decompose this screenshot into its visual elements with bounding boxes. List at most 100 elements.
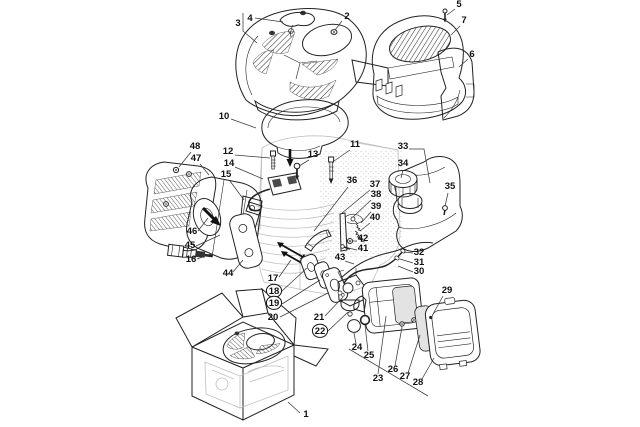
muffler-bolt-arrow <box>201 206 221 226</box>
callout-12-number: 12 <box>223 146 234 157</box>
callout-20-number: 20 <box>268 312 279 323</box>
callout-26: 26 <box>388 326 403 375</box>
callout-41: 41 <box>347 243 369 254</box>
screw-5 <box>442 8 448 23</box>
callout-30: 30 <box>397 265 425 277</box>
callout-17-number: 17 <box>268 273 279 284</box>
callout-23: 23 <box>373 315 387 384</box>
callout-40-number: 40 <box>370 212 381 223</box>
callout-19-leader <box>281 279 321 305</box>
callout-6-leader <box>458 58 469 68</box>
air-filter-cover <box>424 297 481 371</box>
callout-7-number: 7 <box>461 15 466 26</box>
shipping-box <box>175 287 329 421</box>
callout-44-number: 44 <box>223 268 234 279</box>
callout-5: 5 <box>446 0 462 16</box>
callout-41-number: 41 <box>358 243 369 254</box>
engine-rear-cover-6 <box>437 47 475 121</box>
callout-29-leader <box>432 295 444 315</box>
callout-37: 37 <box>341 179 380 214</box>
callout-2: 2 <box>334 11 350 31</box>
callout-15: 15 <box>221 169 245 201</box>
callout-7-leader <box>450 25 461 36</box>
callout-38-number: 38 <box>371 189 382 200</box>
callout-14: 14 <box>224 158 264 180</box>
callout-17: 17 <box>268 259 292 284</box>
callout-34-leader <box>400 169 404 179</box>
callout-31: 31 <box>399 257 425 268</box>
primer-bulb-24 <box>347 319 361 333</box>
callout-45-leader <box>195 234 221 247</box>
engine-rear-cover-7 <box>371 15 467 120</box>
blower-housing <box>261 99 349 159</box>
callout-39-leader <box>360 211 372 224</box>
callout-bracket-line-1 <box>348 348 429 397</box>
callout-7: 7 <box>450 15 467 36</box>
spring-39 <box>355 223 362 231</box>
air-inlet-elbow <box>353 295 367 313</box>
spring-38 <box>350 216 356 222</box>
callout-10: 10 <box>219 111 257 129</box>
spark-plug <box>166 243 213 258</box>
hose-clamp-31 <box>394 255 400 261</box>
callout-23-leader <box>377 315 387 375</box>
exhaust-gasket <box>229 213 263 269</box>
callout-44-leader <box>232 259 244 273</box>
callout-14-leader <box>234 166 264 180</box>
callout-28: 28 <box>413 357 435 388</box>
callout-16-number: 16 <box>186 254 197 265</box>
callout-22-leader <box>327 311 349 332</box>
callout-21: 21 <box>314 296 344 323</box>
grommet-25 <box>359 314 371 326</box>
callout-43: 43 <box>335 252 355 265</box>
callout-22-number: 22 <box>315 326 326 337</box>
callout-32-number: 32 <box>414 247 425 258</box>
callout-42-number: 42 <box>358 233 369 244</box>
callout-31-number: 31 <box>414 257 425 268</box>
callout-37-leader <box>341 189 371 214</box>
spring-38-tail <box>354 220 359 225</box>
callout-11: 11 <box>333 139 361 162</box>
callout-30-leader <box>397 265 414 273</box>
callout-5-number: 5 <box>456 0 462 10</box>
callout-38: 38 <box>352 189 382 218</box>
callout-36-number: 36 <box>347 175 358 186</box>
callout-47-leader <box>199 163 210 176</box>
callout-6: 6 <box>458 49 475 68</box>
fuel-tank-neck <box>397 193 423 214</box>
callout-34: 34 <box>398 158 409 179</box>
packed-engine-cover <box>222 327 286 365</box>
air-filter-housing <box>347 277 424 334</box>
tank-screw-35 <box>442 205 448 216</box>
callout-33: 33 <box>398 141 431 184</box>
callout-31-leader <box>399 258 414 264</box>
callout-4: 4 <box>247 13 284 24</box>
callout-15-number: 15 <box>221 169 232 180</box>
callout-18-number: 18 <box>269 286 280 297</box>
packed-engine-ghost <box>204 355 289 409</box>
callout-27: 27 <box>400 334 421 382</box>
callout-32: 32 <box>403 247 425 258</box>
callout-39-number: 39 <box>371 201 382 212</box>
callout-12-leader <box>234 154 271 159</box>
callout-22-circle <box>311 323 329 338</box>
callout-24-leader <box>353 332 357 345</box>
callout-4-number: 4 <box>247 13 253 24</box>
callout-14-number: 14 <box>224 158 235 169</box>
callout-1-leader <box>287 401 301 414</box>
fuel-line <box>342 248 406 286</box>
starter-handle <box>279 11 315 38</box>
callout-47-number: 47 <box>191 153 202 164</box>
callout-19-circle <box>265 295 283 310</box>
callout-45-number: 45 <box>185 240 196 251</box>
callout-18-leader <box>281 267 308 292</box>
throttle-rod <box>340 241 434 279</box>
callout-21-number: 21 <box>314 312 325 323</box>
callout-30-number: 30 <box>414 266 425 277</box>
callout-5-leader <box>446 8 456 16</box>
callout-40-leader <box>359 222 371 232</box>
callout-43-number: 43 <box>335 252 346 263</box>
screw-41 <box>340 244 351 250</box>
